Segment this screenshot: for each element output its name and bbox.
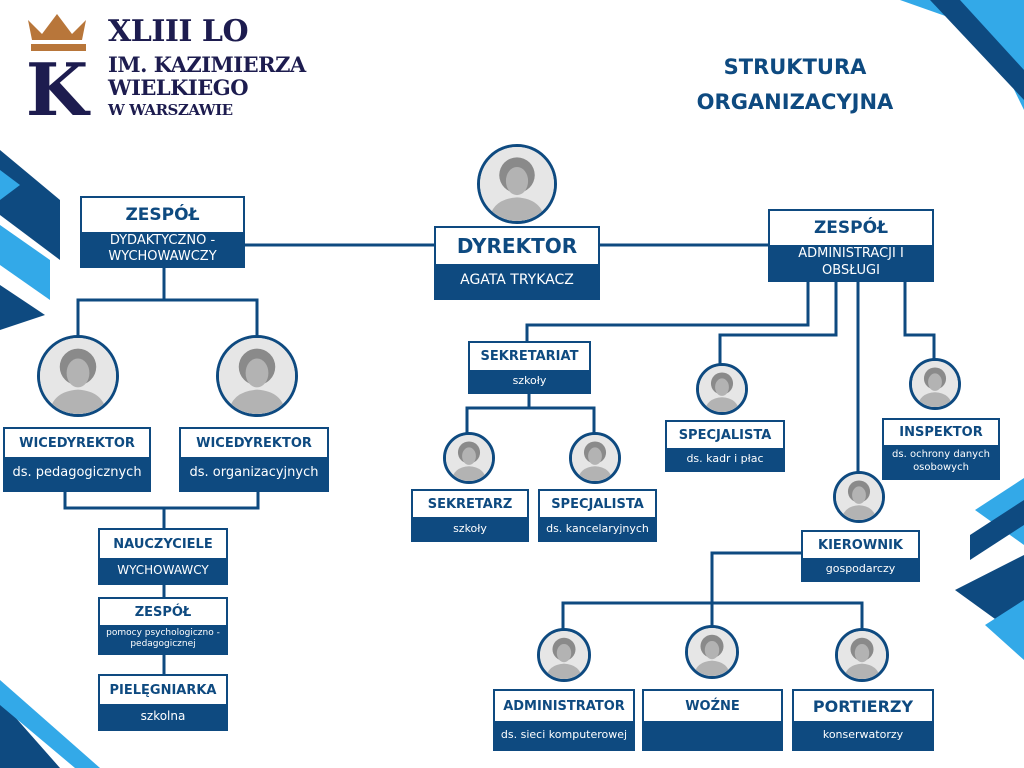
dyrektor-box: DYREKTOR AGATA TRYKACZ [434, 226, 600, 300]
logo-line1: XLIII LO [108, 14, 249, 49]
administrator-box: ADMINISTRATOR ds. sieci komputerowej [493, 689, 635, 751]
sekretarz-avatar [443, 432, 495, 484]
node-subtitle: gospodarczy [825, 562, 896, 576]
node-title: PORTIERZY [794, 691, 932, 721]
wozne-avatar [685, 625, 739, 679]
node-subtitle: pomocy psychologiczno - pedagogicznej [106, 627, 220, 649]
node-title: ZESPÓŁ [770, 211, 932, 245]
inspektor-box: INSPEKTOR ds. ochrony danych osobowych [882, 418, 1000, 480]
node-subtitle: WYCHOWAWCY [117, 563, 209, 577]
node-subtitle: ds. sieci komputerowej [500, 728, 628, 742]
nauczyciele-box: NAUCZYCIELE WYCHOWAWCY [98, 528, 228, 585]
node-title: SPECJALISTA [667, 422, 783, 448]
node-title: ADMINISTRATOR [495, 691, 633, 721]
node-title: SEKRETARIAT [470, 343, 589, 370]
node-subtitle: konserwatorzy [822, 728, 904, 742]
node-title: KIEROWNIK [803, 532, 918, 558]
sekretariat-box: SEKRETARIAT szkoły [468, 341, 591, 394]
wicedyrektor-org-box: WICEDYREKTOR ds. organizacyjnych [179, 427, 329, 492]
node-subtitle: szkolna [140, 709, 186, 723]
crown-k-emblem: K [26, 14, 91, 117]
node-title: ZESPÓŁ [82, 198, 243, 232]
node-subtitle: ds. kancelaryjnych [546, 521, 649, 535]
node-title: NAUCZYCIELE [100, 530, 226, 558]
node-title: SEKRETARZ [413, 491, 527, 517]
node-title: DYREKTOR [436, 228, 598, 264]
node-subtitle: AGATA TRYKACZ [460, 272, 574, 289]
logo-line3: WIELKIEGO [108, 75, 249, 100]
wicedyrektor-ped-box: WICEDYREKTOR ds. pedagogicznych [3, 427, 151, 492]
logo-line2: IM. KAZIMIERZA [108, 52, 306, 77]
specjalista-kadr-avatar [696, 363, 748, 415]
node-subtitle [644, 721, 781, 749]
node-title: WICEDYREKTOR [5, 429, 149, 457]
kierownik-avatar [833, 471, 885, 523]
node-subtitle: ADMINISTRACJI I OBSŁUGI [798, 246, 904, 278]
school-logo: K XLIII LO IM. KAZIMIERZA WIELKIEGO W WA… [24, 12, 344, 122]
wicedyrektor-ped-avatar [37, 335, 119, 417]
kierownik-box: KIEROWNIK gospodarczy [801, 530, 920, 582]
wicedyrektor-org-avatar [216, 335, 298, 417]
node-subtitle: szkoły [453, 521, 487, 535]
sekretarz-box: SEKRETARZ szkoły [411, 489, 529, 542]
logo-line4: W WARSZAWIE [108, 101, 233, 119]
svg-text:K: K [26, 47, 91, 117]
dyrektor-avatar [477, 144, 557, 224]
page-title: STRUKTURA ORGANIZACYJNA [680, 50, 910, 120]
node-subtitle: ds. kadr i płac [686, 452, 764, 466]
pielegniarka-box: PIELĘGNIARKA szkolna [98, 674, 228, 731]
specjalista-kadr-box: SPECJALISTA ds. kadr i płac [665, 420, 785, 472]
administrator-avatar [537, 628, 591, 682]
node-title: WICEDYREKTOR [181, 429, 327, 457]
node-subtitle: ds. organizacyjnych [189, 465, 319, 481]
title-line1: STRUKTURA [723, 55, 867, 79]
node-subtitle: szkoły [512, 374, 547, 388]
specjalista-kanc-avatar [569, 432, 621, 484]
specjalista-kanc-box: SPECJALISTA ds. kancelaryjnych [538, 489, 657, 542]
title-line2: ORGANIZACYJNA [696, 90, 894, 114]
portierzy-box: PORTIERZY konserwatorzy [792, 689, 934, 751]
inspektor-avatar [909, 358, 961, 410]
node-subtitle: ds. ochrony danych osobowych [892, 449, 990, 473]
node-title: WOŹNE [644, 691, 781, 721]
node-title: SPECJALISTA [540, 491, 655, 517]
node-title: ZESPÓŁ [100, 599, 226, 625]
node-subtitle: ds. pedagogicznych [12, 465, 142, 481]
portierzy-avatar [835, 628, 889, 682]
node-title: INSPEKTOR [884, 420, 998, 445]
wozne-box: WOŹNE [642, 689, 783, 751]
node-subtitle: DYDAKTYCZNO - WYCHOWAWCZY [108, 232, 217, 264]
node-title: PIELĘGNIARKA [100, 676, 226, 704]
